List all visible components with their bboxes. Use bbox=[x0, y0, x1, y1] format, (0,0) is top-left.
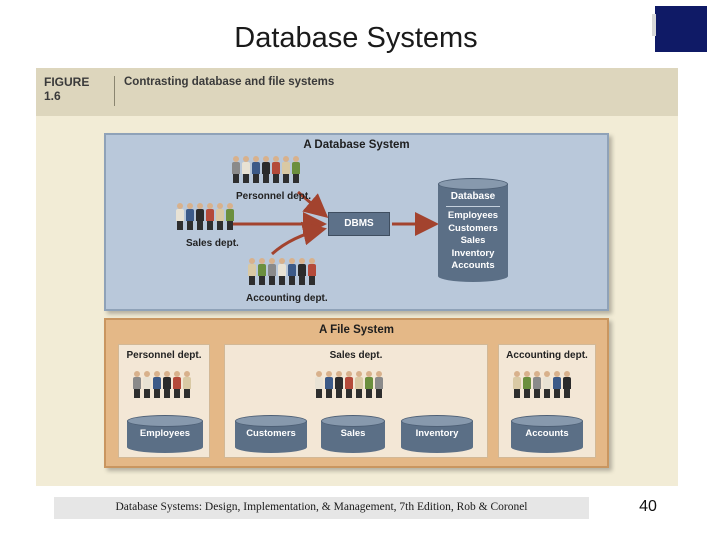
fs-sales-box: Sales dept. Customers Sales Inventory bbox=[224, 344, 488, 458]
file-sales: Sales bbox=[321, 415, 385, 455]
title-corner-block bbox=[655, 6, 707, 52]
file-customers-label: Customers bbox=[246, 428, 296, 439]
file-employees: Employees bbox=[127, 415, 203, 455]
db-accounting-dept-label: Accounting dept. bbox=[246, 293, 328, 304]
fs-sales-dept-label: Sales dept. bbox=[329, 350, 383, 361]
database-item: Customers bbox=[448, 222, 498, 234]
slide-title: Database Systems bbox=[234, 22, 478, 54]
fs-accounting-dept-label: Accounting dept. bbox=[506, 350, 588, 361]
database-item: Inventory bbox=[451, 247, 495, 259]
figure-label-number: 1.6 bbox=[44, 89, 61, 103]
fs-personnel-dept-label: Personnel dept. bbox=[126, 350, 202, 361]
database-cylinder: Database Employees Customers Sales Inven… bbox=[438, 178, 508, 282]
figure-1-6: FIGURE 1.6 Contrasting database and file… bbox=[36, 68, 678, 486]
db-sales-dept-label: Sales dept. bbox=[186, 238, 239, 249]
database-title: Database bbox=[450, 191, 496, 202]
figure-label-word: FIGURE bbox=[44, 75, 90, 89]
file-system-panel: A File System Personnel dept. Employees … bbox=[104, 318, 609, 468]
file-customers: Customers bbox=[235, 415, 307, 455]
file-employees-label: Employees bbox=[139, 428, 191, 439]
database-system-title: A Database System bbox=[303, 139, 410, 151]
database-item: Employees bbox=[447, 210, 499, 221]
figure-header: FIGURE 1.6 Contrasting database and file… bbox=[36, 68, 678, 116]
file-inventory-label: Inventory bbox=[415, 428, 459, 439]
figure-label: FIGURE 1.6 bbox=[44, 75, 89, 103]
db-personnel-dept-label: Personnel dept. bbox=[236, 191, 312, 202]
file-sales-label: Sales bbox=[340, 428, 366, 439]
fs-accounting-box: Accounting dept. Accounts bbox=[498, 344, 596, 458]
database-items: Employees Customers Sales Inventory Acco… bbox=[438, 210, 508, 273]
file-accounts-label: Accounts bbox=[525, 428, 569, 439]
file-accounts: Accounts bbox=[511, 415, 583, 455]
file-system-title: A File System bbox=[319, 324, 394, 336]
dbms-box: DBMS bbox=[328, 212, 390, 236]
footer-bar: Database Systems: Design, Implementation… bbox=[54, 497, 589, 519]
figure-caption: Contrasting database and file systems bbox=[124, 76, 335, 88]
dbms-arrows bbox=[232, 190, 439, 256]
figure-header-divider bbox=[114, 76, 115, 106]
database-item: Accounts bbox=[451, 260, 495, 271]
title-corner-mark bbox=[652, 14, 656, 36]
arrow-accounting-to-dbms bbox=[270, 221, 327, 256]
file-inventory: Inventory bbox=[401, 415, 473, 455]
database-item: Sales bbox=[460, 235, 486, 246]
fs-personnel-box: Personnel dept. Employees bbox=[118, 344, 210, 458]
footer-citation: Database Systems: Design, Implementation… bbox=[115, 501, 528, 513]
page-number: 40 bbox=[639, 498, 657, 515]
